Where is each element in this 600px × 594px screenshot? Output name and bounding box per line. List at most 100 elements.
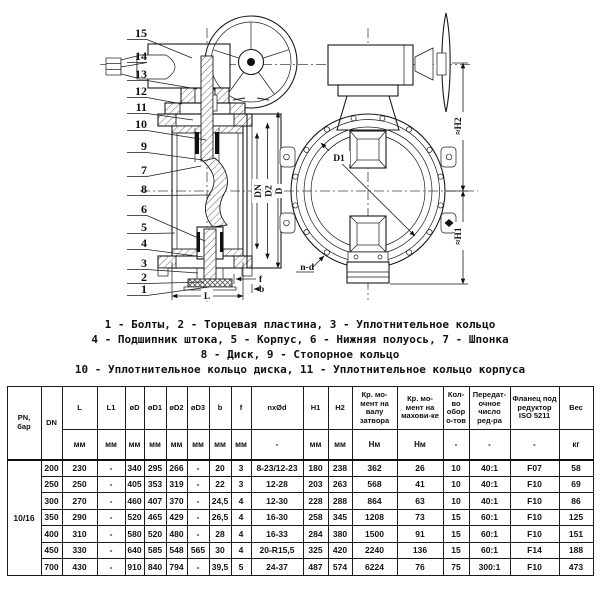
dim-f-b: f b (233, 274, 264, 295)
dim-label-l: L (204, 292, 210, 302)
dim-label-b: b (259, 285, 264, 295)
front-view: D1 n-d ≈H2 ≈H1 (279, 12, 468, 285)
end-plate (187, 278, 233, 288)
dim-n-d: n-d (296, 255, 325, 273)
table-cell: F07 (509, 459, 560, 477)
table-cell: - (96, 558, 126, 576)
table-cell: 39,5 (208, 558, 232, 576)
table-cell: 520 (124, 508, 145, 526)
table-cell: 1500 (351, 525, 398, 543)
table-cell: - (186, 459, 210, 477)
table-cell: - (186, 492, 210, 510)
col-header-12: Кр. мо-мент на махови-ке (396, 386, 444, 430)
table-cell: 465 (143, 508, 167, 526)
col-unit-16: кг (558, 429, 594, 461)
col-unit-5: мм (186, 429, 210, 461)
table-cell: 180 (302, 459, 329, 477)
dim-label-d: D (275, 187, 285, 194)
table-cell: 565 (186, 541, 210, 559)
table-cell: 20 (208, 459, 232, 477)
table-cell: 310 (61, 525, 98, 543)
table-cell: 295 (143, 459, 167, 477)
table-cell: 380 (327, 525, 353, 543)
bottom-boss (347, 215, 389, 263)
table-cell: - (96, 541, 126, 559)
table-cell: 20-R15,5 (250, 541, 304, 559)
callout-5: 5 (141, 220, 147, 234)
table-cell: - (186, 525, 210, 543)
table-cell: 700 (40, 558, 63, 576)
table-cell: 12-28 (250, 475, 304, 493)
callout-13: 13 (135, 67, 147, 81)
table-cell: 16-33 (250, 525, 304, 543)
dim-dn-d2-d: DN D2 D (252, 111, 285, 269)
table-cell: 40:1 (468, 475, 511, 493)
col-unit-4: мм (165, 429, 188, 461)
legend-line-4: 10 - Уплотнительное кольцо диска, 11 - У… (74, 363, 526, 376)
table-cell: F10 (509, 492, 560, 510)
table-cell: 60:1 (468, 508, 511, 526)
table-cell: 840 (143, 558, 167, 576)
table-cell: 60:1 (468, 541, 511, 559)
section-view: DN D2 D L f b (105, 15, 298, 302)
table-cell: 10 (442, 492, 470, 510)
callout-14: 14 (135, 49, 147, 63)
table-cell: 12-30 (250, 492, 304, 510)
table-cell: 60:1 (468, 525, 511, 543)
col-header-pn: PN, бар (6, 386, 42, 461)
table-cell: - (96, 492, 126, 510)
legend-line-3: 8 - Диск, 9 - Стопорное кольцо (200, 348, 400, 361)
key (212, 94, 218, 112)
table-cell: - (96, 525, 126, 543)
col-unit-9: мм (302, 429, 329, 461)
table-cell: 266 (165, 459, 188, 477)
table-cell: F10 (509, 525, 560, 543)
table-cell: 188 (558, 541, 594, 559)
table-cell: 28 (208, 525, 232, 543)
table-cell: F14 (509, 541, 560, 559)
table-cell: 3 (230, 459, 252, 477)
table-cell: 473 (558, 558, 594, 576)
table-cell: - (186, 475, 210, 493)
callout-9: 9 (141, 139, 147, 153)
table-cell: 362 (351, 459, 398, 477)
table-cell: 910 (124, 558, 145, 576)
dim-h1-h2: ≈H2 ≈H1 (390, 62, 468, 285)
dim-l: L (171, 262, 244, 302)
callout-10: 10 (135, 117, 147, 131)
table-cell: 420 (327, 541, 353, 559)
table-cell: 6224 (351, 558, 398, 576)
dim-label-d2: D2 (265, 185, 275, 197)
table-cell: - (186, 558, 210, 576)
table-cell: 230 (61, 459, 98, 477)
table-cell: 263 (327, 475, 353, 493)
dim-d1: D1 (320, 142, 416, 237)
table-cell: 15 (442, 508, 470, 526)
table-cell: 136 (396, 541, 444, 559)
table-cell: 1208 (351, 508, 398, 526)
table-cell: 10 (442, 459, 470, 477)
table-cell: 30 (208, 541, 232, 559)
callout-2: 2 (141, 270, 147, 284)
gearbox-housing (105, 43, 231, 89)
col-unit-3: мм (143, 429, 167, 461)
table-cell: 250 (40, 475, 63, 493)
callout-12: 12 (135, 84, 147, 98)
col-header-3: øD1 (143, 386, 167, 430)
col-header-16: Вес (558, 386, 594, 430)
table-cell: 69 (558, 475, 594, 493)
table-cell: 75 (442, 558, 470, 576)
col-header-7: f (230, 386, 252, 430)
table-cell: 370 (165, 492, 188, 510)
col-header-4: øD2 (165, 386, 188, 430)
gearbox-front (327, 44, 414, 131)
col-unit-12: Нм (396, 429, 444, 461)
table-cell: F10 (509, 558, 560, 576)
table-cell: 203 (302, 475, 329, 493)
